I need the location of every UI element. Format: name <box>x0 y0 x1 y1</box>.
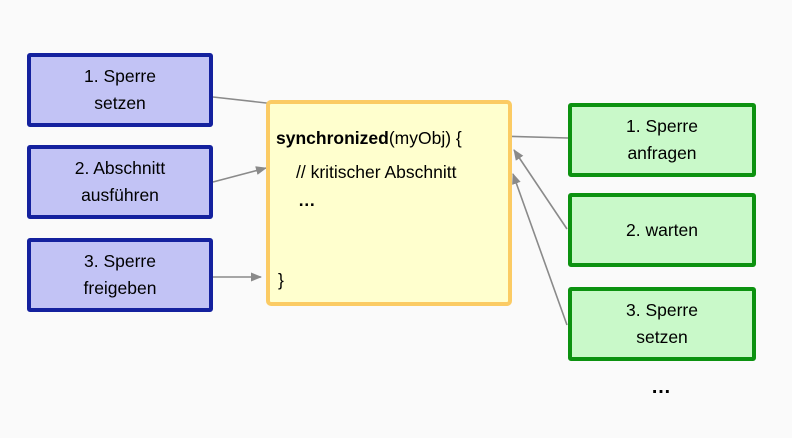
code-line-closing-brace: } <box>278 270 284 290</box>
code-keyword: synchronized <box>276 128 389 148</box>
right-step-3-line2: setzen <box>636 327 688 347</box>
code-line-ellipsis: … <box>298 190 316 210</box>
left-step-1-line2: setzen <box>94 93 146 113</box>
right-step-1-line2: anfragen <box>627 143 697 163</box>
arrow-sperre-setzen-right <box>512 173 568 326</box>
right-step-3-box: 3. Sperre setzen <box>568 287 756 361</box>
arrow-warten <box>513 149 568 230</box>
left-step-3-line1: 3. Sperre <box>84 251 156 271</box>
right-step-2-box: 2. warten <box>568 193 756 267</box>
code-box: synchronized(myObj) { // kritischer Absc… <box>266 100 512 306</box>
left-step-3-line2: freigeben <box>83 278 157 298</box>
left-step-2-line1: 2. Abschnitt <box>74 158 166 178</box>
code-line-synchronized: synchronized(myObj) { <box>276 126 462 150</box>
left-step-3-box: 3. Sperre freigeben <box>27 238 213 312</box>
code-args: (myObj) { <box>388 128 462 148</box>
left-step-2-box: 2. Abschnitt ausführen <box>27 145 213 219</box>
left-step-1-box: 1. Sperre setzen <box>27 53 213 127</box>
arrow-abschnitt-ausfuehren <box>212 166 267 183</box>
left-step-2-line2: ausführen <box>81 185 159 205</box>
left-step-1-line1: 1. Sperre <box>84 66 156 86</box>
right-step-2-line1: 2. warten <box>626 219 698 240</box>
code-line-comment: // kritischer Abschnitt <box>296 162 457 182</box>
right-column-ellipsis: … <box>651 376 673 398</box>
right-step-1-line1: 1. Sperre <box>626 116 698 136</box>
right-step-1-box: 1. Sperre anfragen <box>568 103 756 177</box>
right-step-3-line1: 3. Sperre <box>626 300 698 320</box>
